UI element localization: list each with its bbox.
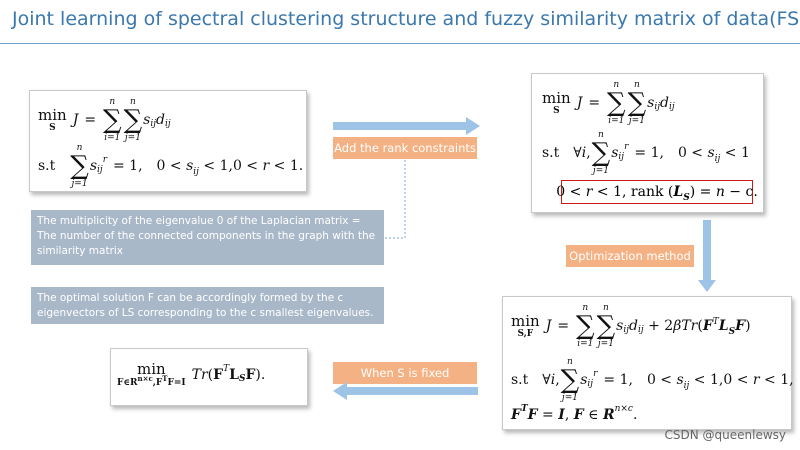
- sum-symbol: n∑i=1: [607, 80, 626, 126]
- note-laplacian: The multiplicity of the eigenvalue 0 of …: [31, 210, 384, 265]
- sum-symbol: n∑j=1: [70, 143, 89, 189]
- sum-symbol: n∑j=1: [123, 97, 143, 143]
- label-optimization-method: Optimization method: [566, 245, 694, 267]
- sum-symbol: n∑i=1: [103, 97, 122, 143]
- min-operator: min F∈Rn×c,FTF=I: [117, 360, 186, 388]
- note-optimal-solution: The optimal solution F can be accordingl…: [31, 287, 384, 324]
- sum-symbol: n∑j=1: [596, 303, 616, 349]
- slide-title: Joint learning of spectral clustering st…: [12, 8, 800, 30]
- label-add-rank-constraints: Add the rank constraints: [333, 137, 477, 159]
- min-operator: min S: [38, 105, 67, 133]
- sum-symbol: n∑i=1: [576, 303, 595, 349]
- arrow-right-shape: [333, 117, 480, 135]
- rank-constraint-highlight: 0 < r < 1, rank (LS) = n − c.: [556, 180, 758, 204]
- sum-symbol: n∑j=1: [627, 80, 647, 126]
- label-when-s-fixed: When S is fixed: [333, 362, 477, 384]
- min-operator: min S,F: [511, 311, 540, 339]
- arrow-left-shape: [333, 382, 478, 400]
- title-divider: [0, 43, 800, 44]
- sum-symbol: n∑j=1: [591, 130, 611, 176]
- arrow-down-shape: [698, 220, 716, 292]
- watermark: CSDN @queenlewsy: [664, 428, 786, 442]
- min-operator: min S: [542, 88, 571, 116]
- dotted-connector: [384, 160, 406, 239]
- sum-symbol: n∑j=1: [560, 357, 580, 403]
